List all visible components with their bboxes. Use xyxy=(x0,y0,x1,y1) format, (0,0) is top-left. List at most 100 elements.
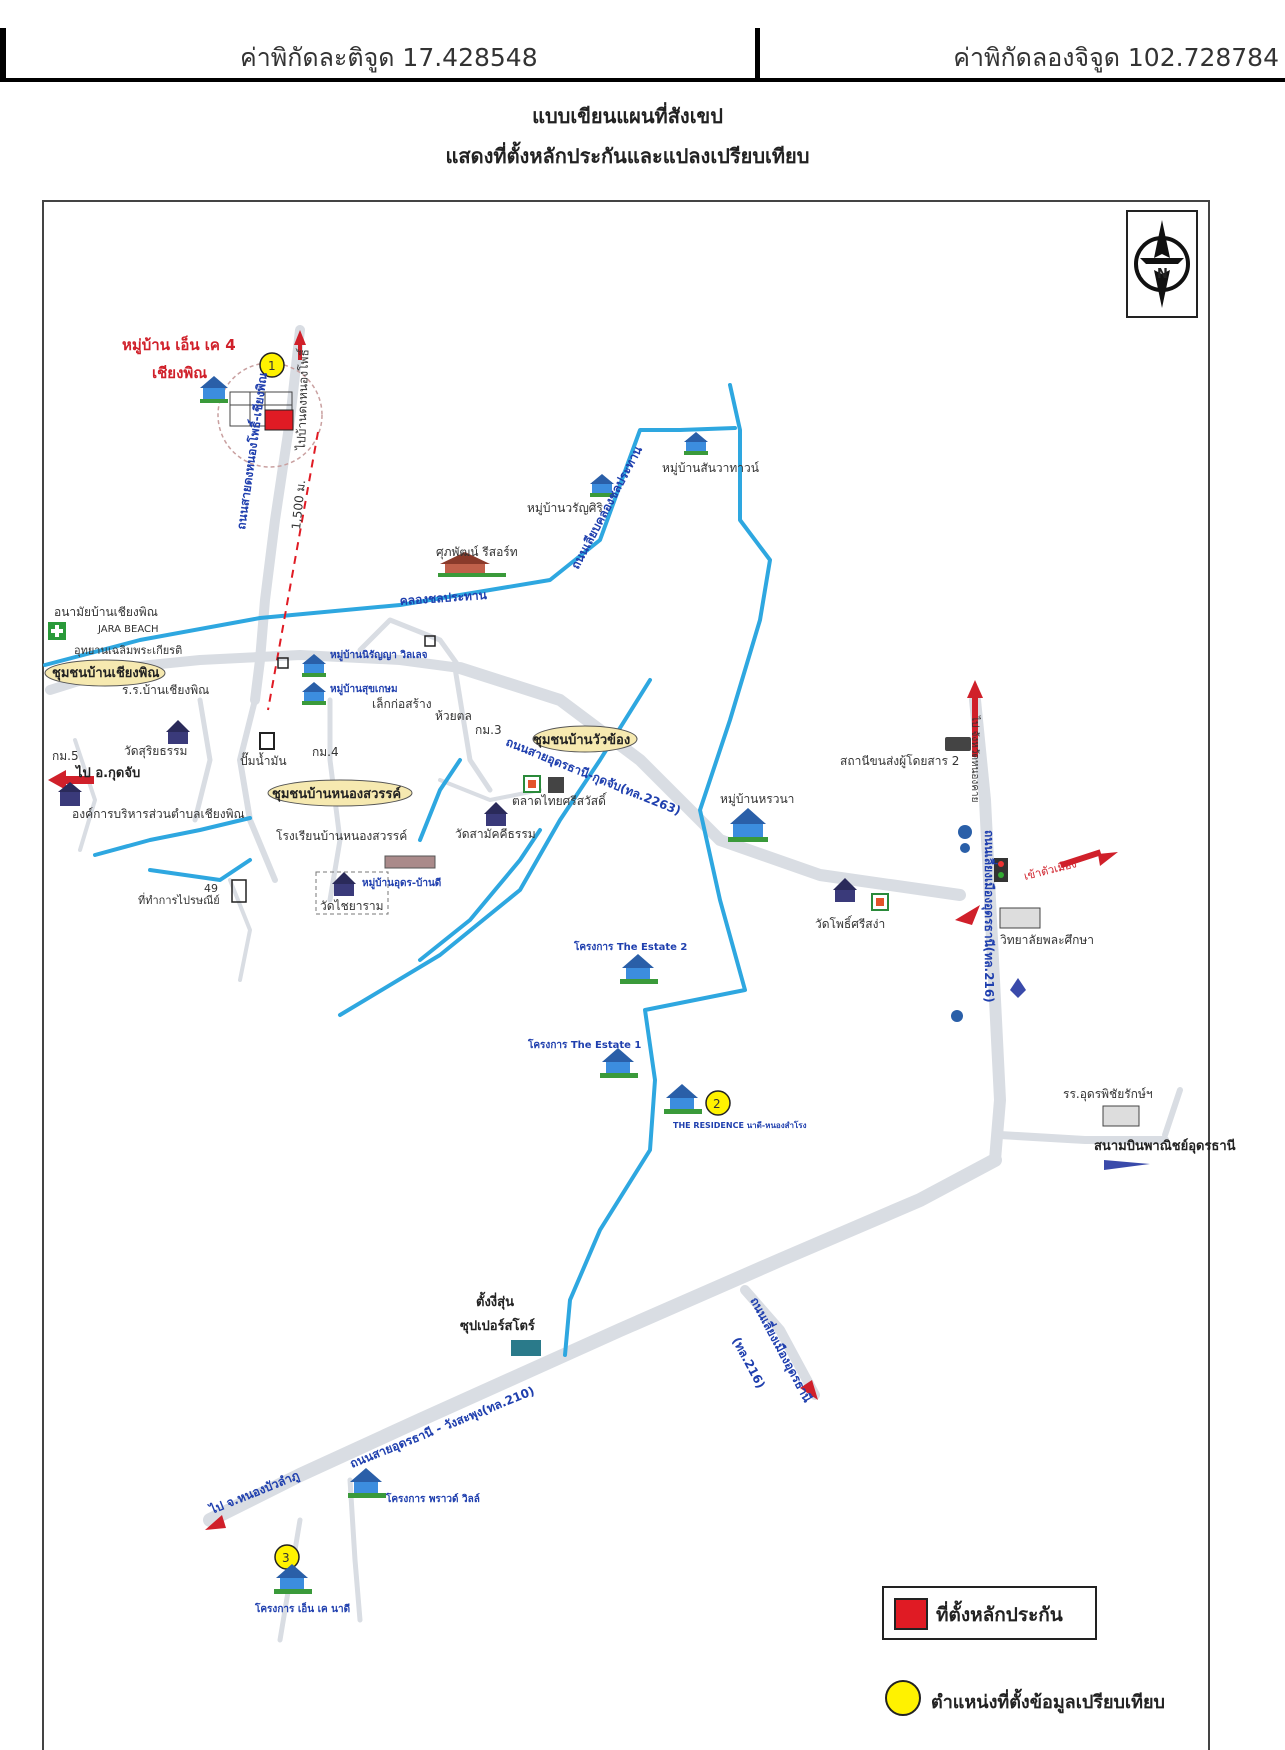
pha-tharat-label: ห้วยตล xyxy=(435,709,472,723)
seven-eleven-icon xyxy=(523,775,541,793)
project-estate2-label: โครงการ The Estate 2 xyxy=(573,940,687,953)
project-estate1-label: โครงการ The Estate 1 xyxy=(527,1038,641,1051)
village-sukkasem-label: หมู่บ้านสุขเกษม xyxy=(330,683,398,696)
office-icon xyxy=(58,782,82,806)
sao-chiangphin-label: องค์การบริหารส่วนตำบลเชียงพิณ xyxy=(72,807,245,821)
temple-icon xyxy=(833,878,857,902)
the-residence-label: THE RESIDENCE นาดี-หนองสำโรง xyxy=(673,1120,807,1130)
house-icon xyxy=(200,376,228,403)
header-rule xyxy=(0,78,1285,82)
tl216-label: (ทล.216) xyxy=(729,1335,768,1391)
road-bypass-216-south xyxy=(740,1285,820,1400)
house-icon xyxy=(274,1564,312,1594)
house-icon xyxy=(664,1084,702,1114)
house-icon xyxy=(620,954,658,984)
bus-station-label: สถานีขนส่งผู้โดยสาร 2 xyxy=(840,754,959,769)
collateral-swatch xyxy=(894,1598,928,1630)
comparable-markers: 1 2 3 xyxy=(259,352,731,1570)
house-icon xyxy=(590,474,614,497)
comparable-1-number: 1 xyxy=(268,359,276,373)
village-sanwatana-label: หมู่บ้านสันวาทาวน์ xyxy=(662,461,759,476)
comparable-2-marker xyxy=(705,1090,731,1116)
village-warinsiri-label: หมู่บ้านวรัญศิริ xyxy=(527,501,603,516)
distance-line xyxy=(267,431,319,711)
gas-icon xyxy=(1010,978,1026,998)
latitude-text: ค่าพิกัดละติจูด 17.428548 xyxy=(240,43,538,72)
village-udon-bondi-label: หมู่บ้านอุดร-บ้านดี xyxy=(362,877,441,890)
km4-label: กม.4 xyxy=(312,745,339,759)
gas-icon xyxy=(259,732,275,750)
house-icon xyxy=(600,1048,638,1078)
project-grand-ville-label: โครงการ พราวด์ วิลล์ xyxy=(385,1492,480,1505)
school-udonphitthaya-label: รร.อุดรพิชัยรักษ์ฯ xyxy=(1063,1087,1153,1102)
temple-icon xyxy=(548,777,564,793)
temple-icon xyxy=(166,720,190,744)
village-niranya-label: หมู่บ้านนิรัญญา วิลเลจ xyxy=(330,649,428,662)
wat-chaiyaram-label: วัดไชยาราม xyxy=(320,899,384,913)
legend-comparables: ตำแหน่งที่ตั้งข้อมูลเปรียบเทียบ xyxy=(885,1678,1215,1718)
road-210 xyxy=(203,1153,1002,1527)
warehouse-icon xyxy=(511,1340,541,1356)
comparable-1-marker xyxy=(259,352,285,378)
map-title: แบบเขียนแผนที่สังเขป xyxy=(532,104,723,128)
klong-chonprathan-label: คลองชลประทาน xyxy=(399,588,488,608)
seven-eleven-icon xyxy=(871,893,889,911)
km49-label: 49 xyxy=(204,882,218,895)
wat-phothisri-label: วัดโพธิ์ศรีสง่า xyxy=(815,915,885,931)
bus-icon xyxy=(945,737,971,751)
to-bandong-label: ไปบ้านดงหนองโพธิ์ xyxy=(292,347,312,451)
coordinates-header: ค่าพิกัดละติจูด 17.428548 ค่าพิกัดลองจิจ… xyxy=(0,28,1285,82)
post-office-label: ที่ทำการไปรษณีย์ xyxy=(138,892,220,907)
community-nongsawan-label: ชุมชนบ้านหนองสวรรค์ xyxy=(272,786,401,802)
honda-icon xyxy=(955,905,980,925)
market-label: ตลาดไทยศรีสวัสดิ์ xyxy=(512,792,608,808)
canal-main xyxy=(43,426,737,667)
house-icon xyxy=(302,654,326,677)
house-icon xyxy=(684,432,708,455)
supermarket-label: ซุปเปอร์สโตร์ xyxy=(460,1317,535,1334)
compass-rose: N xyxy=(1126,210,1198,318)
map-frame xyxy=(42,200,1210,1750)
gas-station-label: ปั๊มน้ำมัน xyxy=(240,752,287,768)
comparable-3-number: 3 xyxy=(282,1551,290,1565)
village-nk4-label: หมู่บ้าน เอ็น เค 4 xyxy=(122,335,236,355)
legend-collateral: ที่ตั้งหลักประกัน xyxy=(882,1586,1097,1640)
comparable-swatch xyxy=(885,1680,921,1716)
school-icon xyxy=(1102,1105,1140,1127)
legend-comparables-text: ตำแหน่งที่ตั้งข้อมูลเปรียบเทียบ xyxy=(931,1692,1165,1713)
college-icon xyxy=(999,907,1041,929)
bank-icon xyxy=(951,1010,963,1022)
distance-label: 1,500 ม. xyxy=(289,479,308,530)
airplane-icon xyxy=(1104,1160,1150,1170)
longitude-text: ค่าพิกัดลองจิจูด 102.728784 xyxy=(953,43,1279,72)
airport-label: สนามบินพาณิชย์อุดรธานี xyxy=(1094,1138,1236,1154)
house-icon xyxy=(348,1468,386,1498)
poi-icons xyxy=(48,376,1150,1594)
chiangphin-label: เชียงพิณ xyxy=(152,364,207,382)
phuphat-resort-label: ศุภพัฒน์ รีสอร์ท xyxy=(436,545,518,560)
road-bypass-216-label: ถนนเลี่ยงเมืองอุดรธานี(ทล.216) xyxy=(981,830,998,1003)
road-school xyxy=(1162,1087,1183,1138)
road-2263 xyxy=(454,662,966,901)
legend-collateral-text: ที่ตั้งหลักประกัน xyxy=(936,1604,1063,1626)
car-brand-icon xyxy=(958,825,972,853)
wat-samakkhi-label: วัดสามัคคีธรรม xyxy=(455,827,536,841)
village-huana-label: หมู่บ้านหรวนา xyxy=(720,792,794,807)
road-bypass-216 xyxy=(969,694,1006,1166)
to-city-label: เข้าตัวเมือง xyxy=(1023,857,1078,883)
wat-kosang-label: เล็กก่อสร้าง xyxy=(372,696,432,711)
road-nongkhai-label: ถนนสายดงหนองโพธิ์-เชียงพิณ xyxy=(232,371,270,530)
jara-beach-label: JARA BEACH xyxy=(97,624,159,635)
hospital-icon xyxy=(48,622,66,640)
health-center-label: อนามัยบ้านเชียงพิณ xyxy=(54,605,158,619)
direction-arrows xyxy=(48,680,1118,1530)
house-icon xyxy=(302,682,326,705)
building-icon xyxy=(384,855,436,869)
park-label: อุทยานเฉลิมพระเกียรติ xyxy=(74,644,182,657)
km5-label: กม.5 xyxy=(52,749,79,763)
resort-icon xyxy=(438,552,506,577)
road-210-label: ถนนสายอุดรธานี - วังสะพุง(ทล.210) xyxy=(348,1384,537,1472)
college-label: วิทยาลัยพละศึกษา xyxy=(1000,933,1094,947)
project-nk-nadee-label: โครงการ เอ็น เค นาดี xyxy=(254,1601,350,1615)
